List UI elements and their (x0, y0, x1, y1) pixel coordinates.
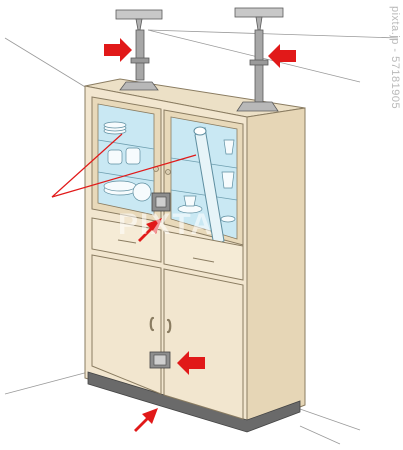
right-drawer (163, 230, 244, 281)
drawer-pulls (117, 239, 215, 263)
glass-door-latch (151, 192, 171, 212)
left-drawer (91, 217, 162, 263)
film-roll (193, 126, 225, 247)
arrow-baseboard (134, 408, 158, 432)
arrow-left-pole (104, 38, 132, 62)
dishes-left (103, 121, 152, 202)
arrow-right-pole (268, 44, 296, 68)
side-watermark: pixta.jp - 57181905 (389, 6, 401, 110)
arrow-latch-lower (177, 351, 205, 375)
door-knobs (153, 166, 171, 175)
lower-left-door (91, 254, 162, 395)
tension-pole-right (234, 7, 284, 112)
pointer-lines (51, 133, 197, 198)
lower-right-door (163, 268, 244, 420)
lower-door-latch (149, 351, 171, 369)
tension-pole-left (115, 9, 163, 91)
cabinet-side (246, 107, 306, 429)
glasses-right (177, 139, 236, 223)
baseboard (87, 371, 301, 433)
lower-door-handles (149, 316, 172, 334)
arrow-latch-upper (138, 218, 162, 242)
